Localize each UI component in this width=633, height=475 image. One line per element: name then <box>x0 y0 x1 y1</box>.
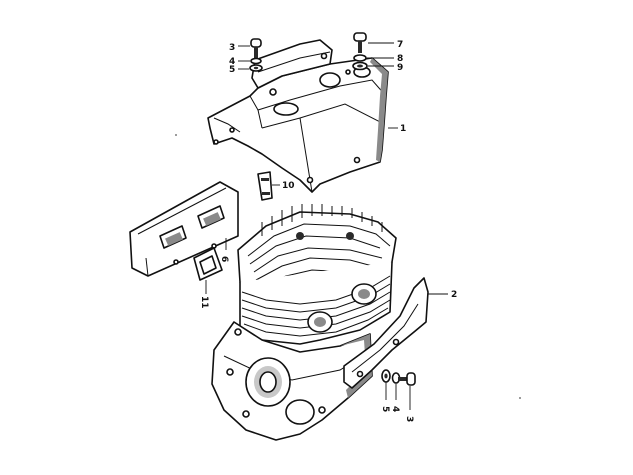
washer-5-bottom <box>381 369 391 383</box>
engine-block <box>211 204 397 441</box>
bolt-3-bottom <box>398 372 416 386</box>
side-deflector-2 <box>343 277 429 389</box>
callout-4-top-left: 4 <box>229 57 235 67</box>
callout-1: 1 <box>400 124 406 134</box>
callout-11: 11 <box>199 296 209 309</box>
callout-2: 2 <box>451 290 457 300</box>
callout-8: 8 <box>397 54 403 64</box>
bolt-3-top-left <box>250 38 262 58</box>
bracket-10 <box>257 171 273 201</box>
bolt-7 <box>353 32 367 53</box>
washer-9 <box>352 61 368 71</box>
washer-4-top-left <box>250 57 262 65</box>
callout-4-bottom: 4 <box>390 406 400 412</box>
callout-9: 9 <box>397 63 403 73</box>
callout-5-bottom: 5 <box>380 406 390 412</box>
gasket-11 <box>193 247 223 281</box>
callout-10: 10 <box>282 181 295 191</box>
callout-7: 7 <box>397 40 403 50</box>
washer-5-top-left <box>249 64 263 72</box>
manifold-plate-6 <box>129 181 239 277</box>
engine-shroud <box>207 39 389 193</box>
leader-lines <box>205 42 448 410</box>
scan-speck <box>519 397 521 399</box>
callout-5-top-left: 5 <box>229 65 235 75</box>
callout-3-bottom: 3 <box>404 416 414 422</box>
washer-8 <box>353 54 367 62</box>
callout-6: 6 <box>219 256 229 262</box>
callout-3-top-left: 3 <box>229 43 235 53</box>
scan-speck <box>175 134 177 136</box>
